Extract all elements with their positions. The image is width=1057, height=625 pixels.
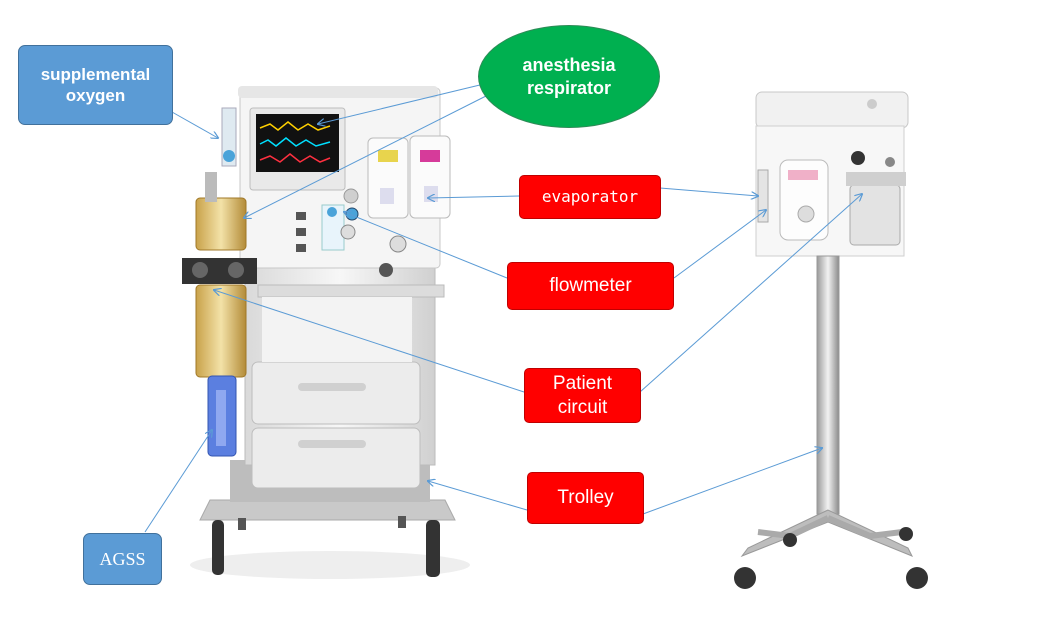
callout-line-respirator-absorber xyxy=(244,95,487,218)
label-supplemental-oxygen: supplemental oxygen xyxy=(18,45,173,125)
callout-lines xyxy=(144,83,862,533)
caster-wheel xyxy=(734,527,928,589)
label-patient-circuit: Patient circuit xyxy=(524,368,641,423)
label-evaporator: evaporator xyxy=(519,175,661,219)
callout-line-trolley-right xyxy=(642,448,822,515)
label-agss: AGSS xyxy=(83,533,162,585)
anesthesia-machine-illustration xyxy=(182,86,470,579)
label-trolley: Trolley xyxy=(527,472,644,524)
callout-line-flowmeter-left xyxy=(344,212,508,279)
callout-line-evaporator-left xyxy=(428,196,520,198)
callout-line-flowmeter-right xyxy=(673,210,766,279)
callout-line-agss xyxy=(144,430,212,533)
caster-wheel xyxy=(212,516,440,577)
callout-line-supplemental-oxygen xyxy=(171,111,218,138)
callout-line-trolley-left xyxy=(428,481,528,511)
label-anesthesia-respirator: anesthesia respirator xyxy=(478,25,660,128)
callout-line-respirator-screen xyxy=(318,83,485,124)
callout-line-patient-circuit-right xyxy=(639,194,862,393)
label-flowmeter: flowmeter xyxy=(507,262,674,310)
trolley-unit-illustration xyxy=(734,91,928,589)
callout-line-evaporator-right xyxy=(659,187,758,196)
callout-line-patient-circuit-left xyxy=(214,290,525,393)
